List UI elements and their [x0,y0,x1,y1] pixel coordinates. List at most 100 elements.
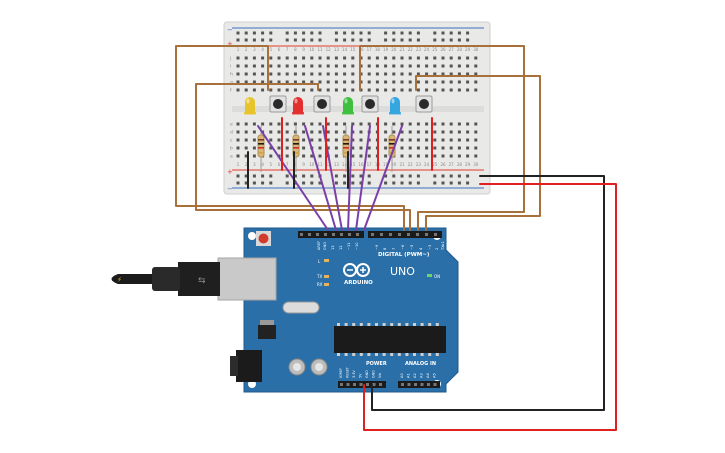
breadboard-hole [334,88,338,92]
chip-pins [337,323,439,356]
breadboard-hole [359,138,363,142]
breadboard-hole [416,56,420,60]
led-yellow-highlight [246,98,250,104]
rail-hole [269,181,273,185]
chip-pin [337,353,340,356]
breadboard-hole [425,154,429,158]
column-number: 29 [465,162,471,167]
chip-pin [420,353,424,356]
column-number: 22 [408,162,414,167]
column-number: 21 [399,47,405,52]
breadboard-hole [433,80,437,84]
breadboard-hole [384,56,388,60]
breadboard-hole [425,88,429,92]
breadboard-hole [375,80,379,84]
rail-hole [433,181,437,185]
rail-hole [449,31,453,35]
main-holes [236,56,478,158]
breadboard-hole [367,64,371,68]
digital-pin-label: TX▸1 [441,241,445,251]
rail-hole [457,31,461,35]
breadboard-hole [326,80,330,84]
atmega-chip [334,326,446,353]
chip-pin [420,323,424,326]
rail-hole [343,38,347,42]
rail-hole [351,181,355,185]
breadboard-hole [416,64,420,68]
breadboard-hole [474,146,478,150]
rail-hole [367,181,371,185]
digital-pin-label: ~3 [428,245,432,250]
bolt-icon: ⚡ [117,276,122,284]
breadboard-hole [466,88,470,92]
column-number: 20 [391,47,397,52]
rail-hole [416,31,420,35]
rail-hole [285,38,289,42]
header-hole [416,233,419,236]
breadboard-hole [326,138,330,142]
breadboard-hole [433,146,437,150]
rail-hole [441,181,445,185]
rail-hole [302,174,306,178]
breadboard-hole [466,122,470,126]
breadboard-hole [277,146,281,150]
breadboard-hole [343,72,347,76]
breadboard-hole [416,88,420,92]
breadboard-hole [367,146,371,150]
breadboard-hole [466,138,470,142]
breadboard-hole [334,72,338,76]
on-led [427,274,432,277]
rail-hole [367,174,371,178]
rail-hole [466,181,470,185]
bottom-rail-minus-sign: − [227,185,233,193]
breadboard-hole [334,122,338,126]
column-number: 7 [286,47,289,52]
breadboard-hole [236,56,240,60]
rail-hole [351,38,355,42]
column-number: 12 [326,47,332,52]
usb-connector[interactable]: ⇆ ⚡ [111,257,277,301]
rail-hole [400,38,404,42]
dc-power-jack[interactable] [230,350,262,382]
breadboard-hole [474,138,478,142]
breadboard-hole [236,72,240,76]
rail-hole [359,174,363,178]
reset-button[interactable] [258,233,269,244]
breadboard-hole [474,56,478,60]
rail-hole [466,174,470,178]
breadboard-hole [277,64,281,68]
column-number: 27 [449,47,455,52]
usb-cable [111,274,152,284]
breadboard-hole [252,80,256,84]
breadboard-hole [474,64,478,68]
breadboard-hole [457,80,461,84]
breadboard-hole [326,64,330,68]
breadboard-hole [277,72,281,76]
column-number: 9 [302,47,305,52]
breadboard-hole [416,80,420,84]
breadboard-hole [310,72,314,76]
column-number: 4 [261,47,264,52]
breadboard-hole [236,154,240,158]
breadboard-hole [302,146,306,150]
breadboard-hole [310,138,314,142]
breadboard-hole [326,72,330,76]
header-hole [300,233,303,236]
breadboard-hole [334,146,338,150]
breadboard-hole [261,64,265,68]
breadboard-hole [474,154,478,158]
l-led [324,259,329,262]
breadboard-hole [293,56,297,60]
chip-pin [375,323,378,326]
components [244,95,433,172]
breadboard-hole [457,88,461,92]
aref-label: AREF [317,241,321,250]
resistor-band [389,139,395,141]
breadboard-hole [252,88,256,92]
resistor [257,134,265,158]
breadboard-hole [441,64,445,68]
breadboard-hole [318,138,322,142]
